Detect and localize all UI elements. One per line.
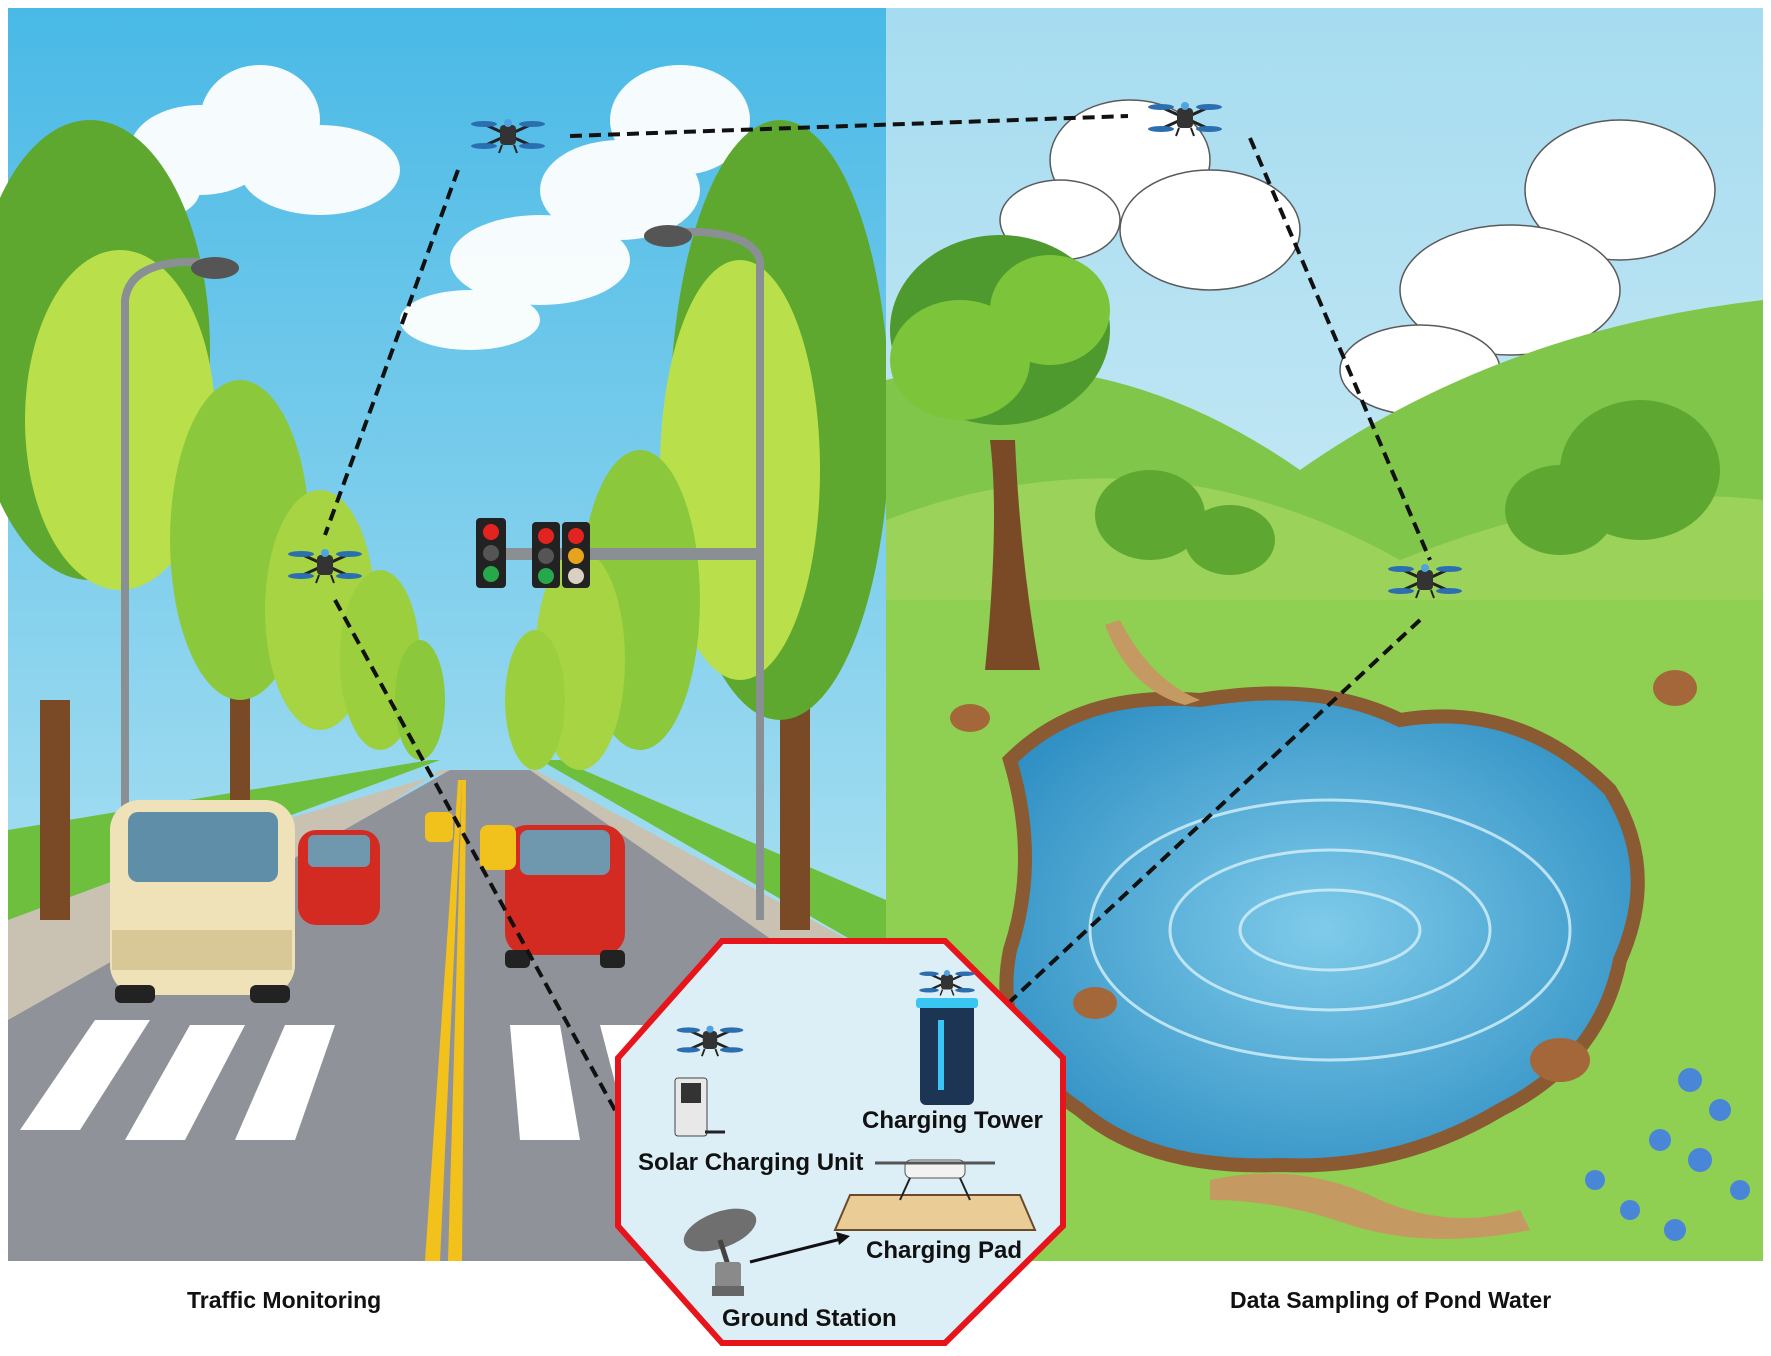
solar-charging-unit-label: Solar Charging Unit [638, 1149, 863, 1176]
van [110, 800, 295, 1003]
octagon-frame [618, 941, 1063, 1343]
ground-station-label: Ground Station [722, 1305, 897, 1332]
charging-tower-icon [916, 998, 978, 1105]
charging-tower-label: Charging Tower [862, 1107, 1043, 1134]
charging-pad-label: Charging Pad [866, 1237, 1022, 1264]
ground-station-panel: Solar Charging Unit Charging Tower Charg… [618, 941, 1063, 1343]
pond-sampling-caption: Data Sampling of Pond Water [1230, 1287, 1551, 1314]
traffic-monitoring-caption: Traffic Monitoring [187, 1287, 381, 1314]
